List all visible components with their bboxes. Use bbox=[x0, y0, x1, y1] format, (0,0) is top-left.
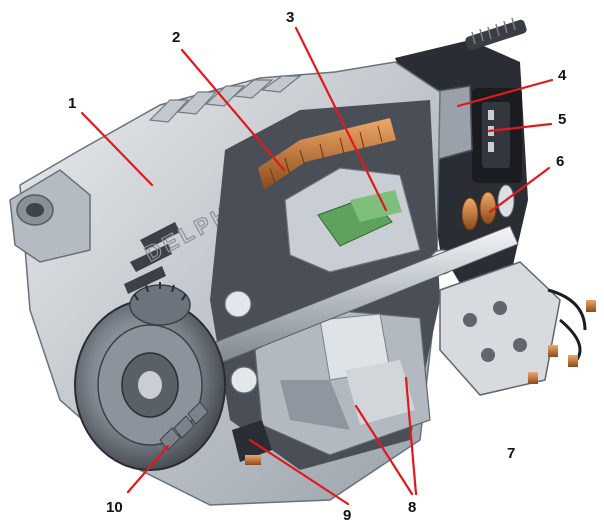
terminal-stud bbox=[465, 17, 527, 51]
leader-line-2 bbox=[180, 48, 286, 172]
rotor-upper bbox=[284, 167, 421, 273]
label-3: 3 bbox=[286, 9, 294, 26]
label-5: 5 bbox=[558, 111, 566, 128]
leader-line-6 bbox=[488, 166, 551, 214]
leader-line-8a bbox=[354, 404, 414, 496]
stator-winding bbox=[258, 118, 396, 190]
cooling-fins bbox=[148, 75, 302, 123]
rectifier-plate bbox=[439, 261, 561, 396]
label-1: 1 bbox=[68, 95, 76, 112]
leader-line-4 bbox=[456, 78, 554, 108]
callout-labels: 1 2 3 4 5 6 7 8 9 10 bbox=[68, 9, 567, 524]
fan-teeth bbox=[159, 401, 209, 451]
leader-line-3 bbox=[294, 26, 388, 212]
alternator-body: DELPHI bbox=[9, 17, 596, 506]
label-7: 7 bbox=[507, 445, 515, 462]
label-9: 9 bbox=[343, 507, 351, 524]
leader-lines bbox=[80, 26, 554, 506]
leader-line-8b bbox=[404, 376, 418, 496]
label-8: 8 bbox=[408, 499, 416, 516]
label-2: 2 bbox=[172, 29, 180, 46]
leader-line-10 bbox=[126, 444, 170, 494]
connector-plug bbox=[472, 88, 522, 183]
brush-leads bbox=[528, 288, 596, 384]
leader-line-1 bbox=[80, 111, 154, 187]
label-10: 10 bbox=[106, 499, 123, 516]
mounting-ear bbox=[9, 169, 91, 263]
vent-slots bbox=[124, 222, 180, 294]
pulley bbox=[74, 299, 226, 471]
leader-line-9 bbox=[248, 438, 350, 506]
label-6: 6 bbox=[556, 153, 564, 170]
rotor-lower bbox=[254, 309, 431, 456]
label-4: 4 bbox=[558, 67, 567, 84]
leader-line-5 bbox=[487, 122, 553, 133]
drive-gear bbox=[129, 282, 191, 326]
